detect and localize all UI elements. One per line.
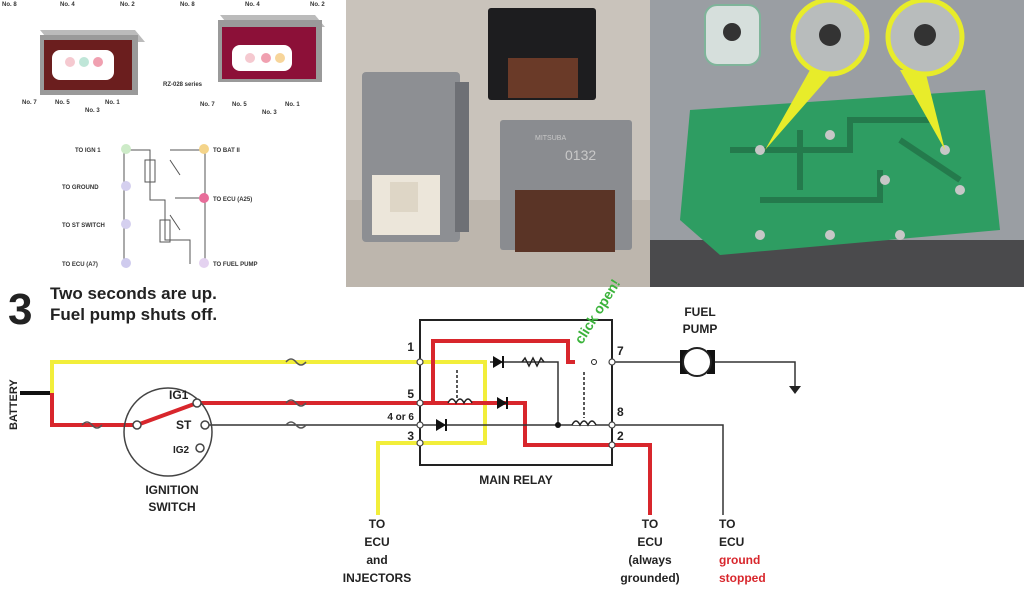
label: TO FUEL PUMP — [213, 262, 257, 268]
label: No. 1 — [285, 102, 300, 108]
label: No. 3 — [262, 110, 277, 116]
pump-label: PUMP — [683, 322, 718, 336]
label: TO IGN 1 — [75, 148, 101, 154]
label: No. 4 — [245, 2, 260, 8]
out1-l4: INJECTORS — [343, 571, 411, 585]
label: No. 2 — [120, 2, 135, 8]
left-relay-drawing — [40, 30, 145, 95]
series-label: RZ-028 series — [163, 82, 203, 88]
relay-brand: MITSUBA — [535, 135, 566, 142]
label: No. 4 — [60, 2, 75, 8]
fuel-pump-motor — [680, 347, 715, 377]
label: No. 7 — [22, 100, 37, 106]
pin-1: 1 — [407, 340, 414, 354]
grey-relay-right: 0132 MITSUBA — [500, 120, 632, 252]
coil-icon — [571, 420, 597, 427]
label: No. 3 — [85, 108, 100, 114]
label: TO GROUND — [62, 185, 99, 191]
resistor-icon — [521, 356, 545, 368]
fuses — [81, 358, 307, 429]
out1-l2: ECU — [364, 535, 389, 549]
diode-icon — [436, 419, 446, 431]
pcb-photo — [650, 0, 1024, 287]
switch-label: SWITCH — [148, 500, 195, 514]
grey-relay — [362, 72, 469, 242]
pin-2: 2 — [617, 429, 624, 443]
black-wire — [205, 361, 796, 515]
ground-arrow — [789, 386, 801, 394]
label: No. 5 — [55, 100, 70, 106]
pinout-panel: No. 8 No. 4 No. 2 No. 7 No. 5 No. 3 No. … — [0, 0, 345, 285]
pin-7: 7 — [617, 344, 624, 358]
red-wire-coil — [431, 339, 575, 403]
pin-5: 5 — [407, 387, 414, 401]
right-relay-drawing — [218, 15, 325, 82]
label: No. 7 — [200, 102, 215, 108]
diode-icon — [493, 356, 503, 368]
red-wire — [50, 393, 652, 515]
relay-marking: 0132 — [565, 147, 596, 163]
pin-4-or-6: 4 or 6 — [387, 412, 414, 423]
out1-l1: TO — [369, 517, 385, 531]
label: TO ST SWITCH — [62, 223, 105, 229]
label: No. 8 — [2, 2, 17, 8]
out2-l1: TO — [642, 517, 658, 531]
black-relay-back — [488, 8, 596, 100]
pin-3: 3 — [407, 429, 414, 443]
label: No. 2 — [310, 2, 325, 8]
label: No. 5 — [232, 102, 247, 108]
label: TO ECU (A25) — [213, 197, 252, 203]
ignition-label: IGNITION — [145, 483, 198, 497]
label: TO BAT II — [213, 148, 240, 154]
coil-icon — [447, 398, 473, 405]
st-label: ST — [176, 418, 192, 432]
out2-l2: ECU — [637, 535, 662, 549]
ig1-label: IG1 — [169, 388, 189, 402]
main-relay-label: MAIN RELAY — [479, 473, 553, 487]
out1-l3: and — [366, 553, 387, 567]
out3-l2: ECU — [719, 535, 744, 549]
fuel-label: FUEL — [684, 305, 715, 319]
wiring-diagram: BATTERY — [8, 319, 801, 515]
battery-label: BATTERY — [8, 379, 20, 430]
ignition-switch — [123, 387, 213, 477]
label: No. 8 — [180, 2, 195, 8]
out2-l4: grounded) — [620, 571, 679, 585]
step-line2: Fuel pump shuts off. — [50, 305, 217, 324]
label: TO ECU (A7) — [62, 262, 98, 268]
relay-photo: 0132 MITSUBA — [346, 0, 650, 287]
out2-l3: (always — [628, 553, 672, 567]
pinout-schematic — [123, 148, 206, 264]
pin-8: 8 — [617, 405, 624, 419]
diode-icon — [497, 397, 507, 409]
ig2-label: IG2 — [173, 445, 190, 456]
out3-red-l1: ground — [719, 553, 760, 567]
out3-l1: TO — [719, 517, 735, 531]
label: No. 1 — [105, 100, 120, 106]
step-number: 3 — [8, 285, 32, 334]
step-line1: Two seconds are up. — [50, 284, 217, 303]
out3-red-l2: stopped — [719, 571, 766, 585]
